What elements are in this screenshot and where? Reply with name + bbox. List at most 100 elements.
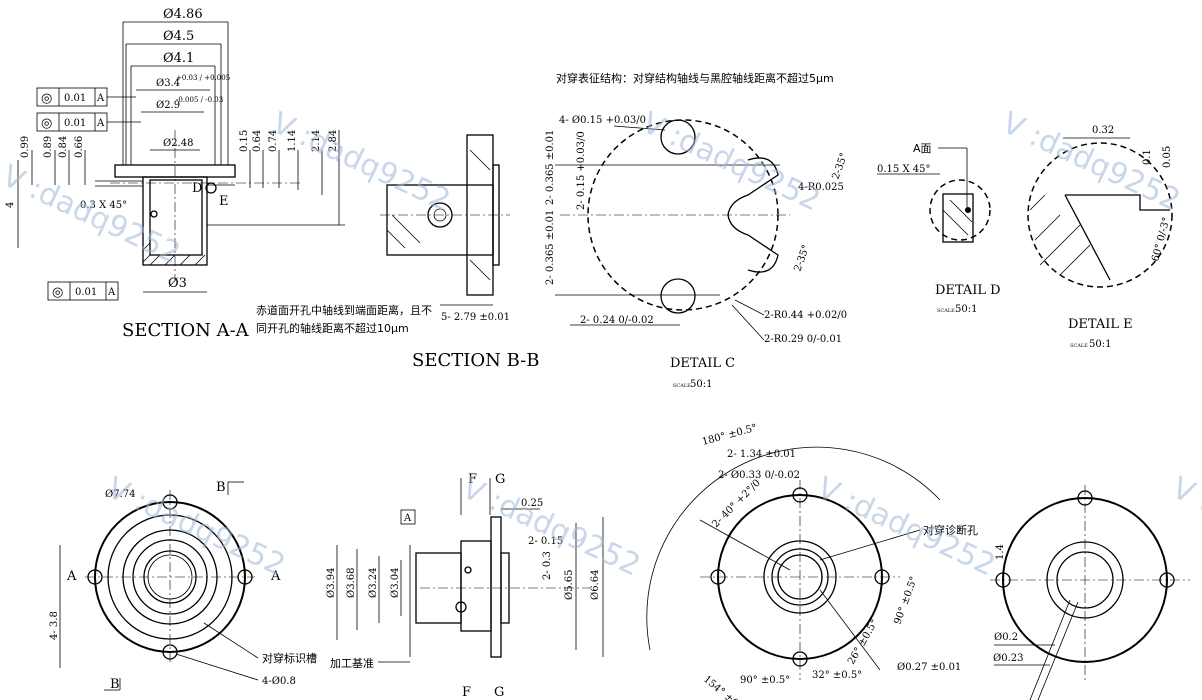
svg-text:50:1: 50:1 (1089, 339, 1111, 350)
svg-text:4- 3.8: 4- 3.8 (49, 611, 60, 640)
svg-text:32° ±0.5°: 32° ±0.5° (812, 670, 862, 681)
svg-text:F: F (468, 472, 477, 487)
dim-d29-tol: -0.005 / -0.03 (176, 96, 223, 104)
svg-text:2- 0.24 0/-0.02: 2- 0.24 0/-0.02 (580, 315, 654, 326)
title-detail-c: DETAIL C (670, 356, 735, 371)
svg-text:V :dadq9252: V :dadq9252 (0, 159, 185, 272)
svg-text:2- 0.365 ±0.01: 2- 0.365 ±0.01 (545, 210, 556, 285)
dim-d486: Ø4.86 (163, 7, 203, 22)
svg-text:Ø0.23: Ø0.23 (993, 653, 1023, 664)
svg-text:90° ±0.5°: 90° ±0.5° (740, 675, 790, 686)
svg-text:90° ±0.5°: 90° ±0.5° (892, 575, 920, 626)
fcf-1: ◎ 0.01 A (36, 87, 136, 107)
detail-c: 对穿表征结构：对穿结构轴线与黑腔轴线距离不超过5μm 4- Ø0.15 +0.0… (545, 71, 850, 390)
chamfer-aa: 0.3 X 45° (80, 200, 127, 211)
svg-text:◎: ◎ (41, 91, 52, 106)
svg-text:0.64: 0.64 (252, 130, 263, 152)
detail-c-header: 对穿表征结构：对穿结构轴线与黑腔轴线距离不超过5μm (556, 71, 834, 85)
svg-text:A: A (66, 569, 77, 584)
svg-text:A: A (107, 287, 116, 298)
hatch-aa (142, 242, 206, 266)
svg-text:SCALE: SCALE (1070, 343, 1088, 349)
svg-text:V :dadq9252: V :dadq9252 (102, 471, 291, 584)
svg-text:0.05: 0.05 (1162, 146, 1173, 168)
svg-text:2-35°: 2-35° (792, 243, 812, 273)
dim-d34: Ø3.4 (156, 78, 180, 89)
title-section-aa: SECTION A-A (122, 320, 250, 341)
svg-text:V :dadq9252: V :dadq9252 (997, 106, 1186, 219)
svg-text:2-35°: 2-35° (830, 151, 850, 181)
fcf-2: ◎ 0.01 A (36, 112, 141, 132)
section-bb: 5- 2.79 ±0.01 SECTION B-B (380, 134, 539, 371)
svg-text:0.01: 0.01 (64, 118, 86, 129)
mark-d: D (192, 181, 202, 196)
svg-text:0.15: 0.15 (239, 130, 250, 152)
svg-text:F: F (462, 685, 471, 700)
svg-text:0.32: 0.32 (1092, 125, 1114, 136)
svg-text:Ø5.65: Ø5.65 (564, 570, 575, 600)
svg-text:2- 1.34 ±0.01: 2- 1.34 ±0.01 (727, 449, 796, 460)
svg-text:Ø3.24: Ø3.24 (368, 568, 379, 598)
svg-text:A: A (96, 93, 105, 104)
svg-text:SCALE: SCALE (937, 308, 955, 314)
title-detail-e: DETAIL E (1068, 317, 1133, 332)
front-view: B B A A Ø7.74 4- 3.8 对穿标识槽 4-Ø0.8 (49, 480, 317, 692)
svg-text:V :dadq9252: V :dadq9252 (1167, 471, 1202, 584)
svg-text:50:1: 50:1 (690, 379, 712, 390)
side-view: A F G F G Ø3.94 Ø3.68 Ø3.24 Ø3.04 0.25 2… (326, 472, 604, 700)
datum-a: A (403, 513, 412, 524)
face-a: A面 (913, 142, 932, 155)
base-label: 加工基准 (330, 657, 374, 670)
svg-text:◎: ◎ (52, 285, 63, 300)
svg-text:2-R0.29 0/-0.01: 2-R0.29 0/-0.01 (764, 334, 842, 345)
svg-text:0.25: 0.25 (521, 498, 543, 509)
svg-text:1.4: 1.4 (995, 544, 1006, 560)
svg-text:0.84: 0.84 (58, 136, 69, 158)
svg-text:0.1: 0.1 (1142, 149, 1153, 165)
svg-text:0.74: 0.74 (268, 130, 279, 152)
svg-text:V :dadq9252: V :dadq9252 (267, 106, 456, 219)
svg-text:4-Ø0.8: 4-Ø0.8 (262, 676, 296, 687)
svg-text:0.89: 0.89 (43, 136, 54, 158)
svg-text:A: A (96, 118, 105, 129)
dim-d3: Ø3 (168, 276, 187, 291)
svg-text:0.99: 0.99 (20, 136, 31, 158)
detail-d: A面 0.15 X 45° DETAIL D SCALE 50:1 (877, 142, 1001, 315)
svg-text:B: B (216, 480, 226, 495)
diag-hole-label: 对穿诊断孔 (923, 523, 978, 537)
svg-text:G: G (495, 472, 505, 487)
svg-text:Ø0.2: Ø0.2 (994, 632, 1018, 643)
svg-text:Ø6.64: Ø6.64 (590, 570, 601, 600)
svg-text:◎: ◎ (41, 116, 52, 131)
svg-text:2- 0.15: 2- 0.15 (528, 536, 563, 547)
svg-text:2.14: 2.14 (311, 130, 322, 152)
dim-bb: 5- 2.79 ±0.01 (441, 312, 510, 323)
svg-text:0.66: 0.66 (74, 136, 85, 158)
svg-text:A: A (270, 569, 281, 584)
dim-d41: Ø4.1 (163, 51, 194, 66)
right-view: 1.4 Ø0.2 Ø0.23 (990, 485, 1190, 700)
fcf-3: ◎ 0.01 A (47, 281, 119, 301)
svg-text:50:1: 50:1 (955, 304, 977, 315)
svg-text:0.01: 0.01 (75, 287, 97, 298)
note-aa: 赤道面开孔中轴线到端面距离，且不同开孔的轴线距离不超过10μm (256, 304, 432, 335)
svg-text:Ø0.27 ±0.01: Ø0.27 ±0.01 (897, 662, 961, 673)
dim-d774: Ø7.74 (105, 489, 135, 500)
section-aa: Ø4.86 Ø4.5 Ø4.1 Ø3.4 +0.03 / +0.005 Ø2.9… (5, 7, 432, 341)
dim-d29: Ø2.9 (156, 100, 180, 111)
svg-text:2- 0.3: 2- 0.3 (542, 551, 553, 580)
svg-text:Ø3.94: Ø3.94 (326, 568, 337, 598)
svg-text:2.84: 2.84 (328, 130, 339, 152)
svg-text:SCALE: SCALE (673, 383, 691, 389)
groove-label: 对穿标识槽 (262, 651, 317, 665)
mark-e: E (219, 194, 229, 209)
svg-text:G: G (494, 685, 504, 700)
dim-height-4: 4 (5, 202, 16, 208)
svg-text:2- 0.15 +0.03/0: 2- 0.15 +0.03/0 (576, 131, 587, 210)
svg-text:180° ±0.5°: 180° ±0.5° (701, 423, 758, 448)
svg-text:1.14: 1.14 (287, 130, 298, 152)
svg-text:Ø3.04: Ø3.04 (390, 568, 401, 598)
svg-text:V :dadq9252: V :dadq9252 (637, 106, 826, 219)
large-view: 180° ±0.5° 2- 1.34 ±0.01 2- Ø0.33 0/-0.0… (646, 423, 978, 700)
